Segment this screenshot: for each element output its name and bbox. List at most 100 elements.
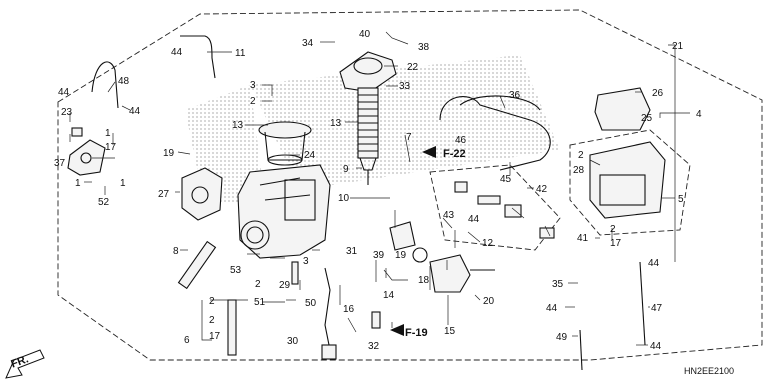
callout-19-b: 19 — [395, 250, 407, 261]
callout-4: 4 — [696, 109, 702, 120]
callout-38: 38 — [418, 42, 430, 53]
callout-22: 22 — [407, 62, 419, 73]
pump-cover — [389, 221, 428, 263]
callout-17-c: 17 — [105, 142, 117, 153]
callout-1-c: 1 — [120, 178, 126, 189]
callout-1-b: 1 — [75, 178, 81, 189]
front-arrow-label: FR. — [9, 353, 30, 370]
hose-36 — [439, 95, 551, 171]
callout-15: 15 — [444, 326, 456, 337]
callout-27: 27 — [158, 189, 170, 200]
leader-lines — [69, 31, 690, 346]
throttle-linkage — [67, 139, 106, 176]
callout-47: 47 — [651, 303, 663, 314]
jet-parts — [454, 181, 555, 239]
jet-needle — [359, 157, 377, 185]
callout-3-b: 3 — [303, 256, 309, 267]
callout-21: 21 — [672, 41, 684, 52]
callout-46: 46 — [455, 135, 467, 146]
assembly-frame — [57, 9, 763, 361]
callout-34: 34 — [302, 38, 314, 49]
callout-39: 39 — [373, 250, 385, 261]
callout-7: 7 — [406, 132, 412, 143]
callout-28: 28 — [573, 165, 585, 176]
callout-44-b: 44 — [468, 214, 480, 225]
callout-20: 20 — [483, 296, 495, 307]
callout-18: 18 — [418, 275, 430, 286]
callout-26: 26 — [652, 88, 664, 99]
callout-14: 14 — [383, 290, 395, 301]
callout-2-d: 2 — [255, 279, 261, 290]
callout-48: 48 — [118, 76, 130, 87]
callout-2-b: 2 — [578, 150, 584, 161]
callout-30: 30 — [287, 336, 299, 347]
breather-tube — [91, 61, 119, 109]
callout-50: 50 — [305, 298, 317, 309]
callout-2-e: 2 — [209, 296, 215, 307]
callout-2-f: 2 — [209, 315, 215, 326]
callout-45: 45 — [500, 174, 512, 185]
front-arrow — [5, 349, 45, 379]
carburetor-body — [237, 164, 331, 259]
callout-24: 24 — [304, 150, 316, 161]
callout-37: 37 — [54, 158, 66, 169]
ref-arrow-f19 — [390, 324, 404, 336]
ref-f19: F-19 — [405, 327, 428, 339]
ref-f22: F-22 — [443, 148, 466, 160]
screws — [71, 127, 381, 356]
chamber-cover — [339, 51, 397, 93]
callout-8: 8 — [173, 246, 179, 257]
diaphragm — [258, 121, 312, 166]
wire-harness — [324, 267, 331, 351]
callout-41: 41 — [577, 233, 589, 244]
air-cutoff-valve — [181, 167, 223, 221]
callout-35: 35 — [552, 279, 564, 290]
callout-11: 11 — [235, 48, 246, 59]
spring — [357, 87, 379, 159]
float — [594, 87, 651, 131]
callout-40: 40 — [359, 29, 371, 40]
callout-29: 29 — [279, 280, 291, 291]
callout-13-a: 13 — [232, 120, 244, 131]
float-chamber — [589, 141, 666, 219]
callout-43: 43 — [443, 210, 455, 221]
callout-23: 23 — [61, 107, 73, 118]
callout-49: 49 — [556, 332, 568, 343]
diagram-code: HN2EE2100 — [684, 366, 734, 376]
callout-33: 33 — [399, 81, 411, 92]
callout-2-a: 2 — [250, 96, 256, 107]
callout-16: 16 — [343, 304, 355, 315]
callout-36: 36 — [509, 90, 521, 101]
callout-10: 10 — [338, 193, 350, 204]
callout-44-a: 44 — [171, 47, 183, 58]
shaded-area-upper — [250, 55, 560, 190]
callout-17-a: 17 — [610, 238, 622, 249]
callout-42: 42 — [536, 184, 548, 195]
callout-1-a: 1 — [105, 128, 111, 139]
accelerator-pump — [429, 254, 495, 293]
drain-tube-47 — [639, 261, 646, 346]
callout-17-b: 17 — [209, 331, 221, 342]
callout-2-c: 2 — [610, 224, 616, 235]
callout-44-c: 44 — [648, 258, 660, 269]
callout-53: 53 — [230, 265, 242, 276]
callout-13: 13 — [330, 118, 342, 129]
callout-52: 52 — [98, 197, 110, 208]
vent-hose-11 — [180, 35, 216, 79]
callout-12: 12 — [482, 238, 494, 249]
callout-32: 32 — [368, 341, 380, 352]
callout-3-a: 3 — [250, 80, 256, 91]
subframe-float-bowl — [569, 129, 691, 236]
callout-44-d: 44 — [546, 303, 558, 314]
drain-tube-49 — [579, 329, 583, 371]
callout-25: 25 — [641, 113, 653, 124]
callouts: 11 44 3 2 13 24 13 9 40 34 38 22 33 7 10… — [9, 29, 734, 376]
callout-44-e: 44 — [650, 341, 662, 352]
wire-connector — [321, 344, 337, 360]
callout-51: 51 — [254, 297, 266, 308]
callout-9: 9 — [343, 164, 349, 175]
callout-44-g: 44 — [129, 106, 141, 117]
callout-5: 5 — [678, 194, 684, 205]
ref-arrow-f22 — [422, 146, 436, 158]
